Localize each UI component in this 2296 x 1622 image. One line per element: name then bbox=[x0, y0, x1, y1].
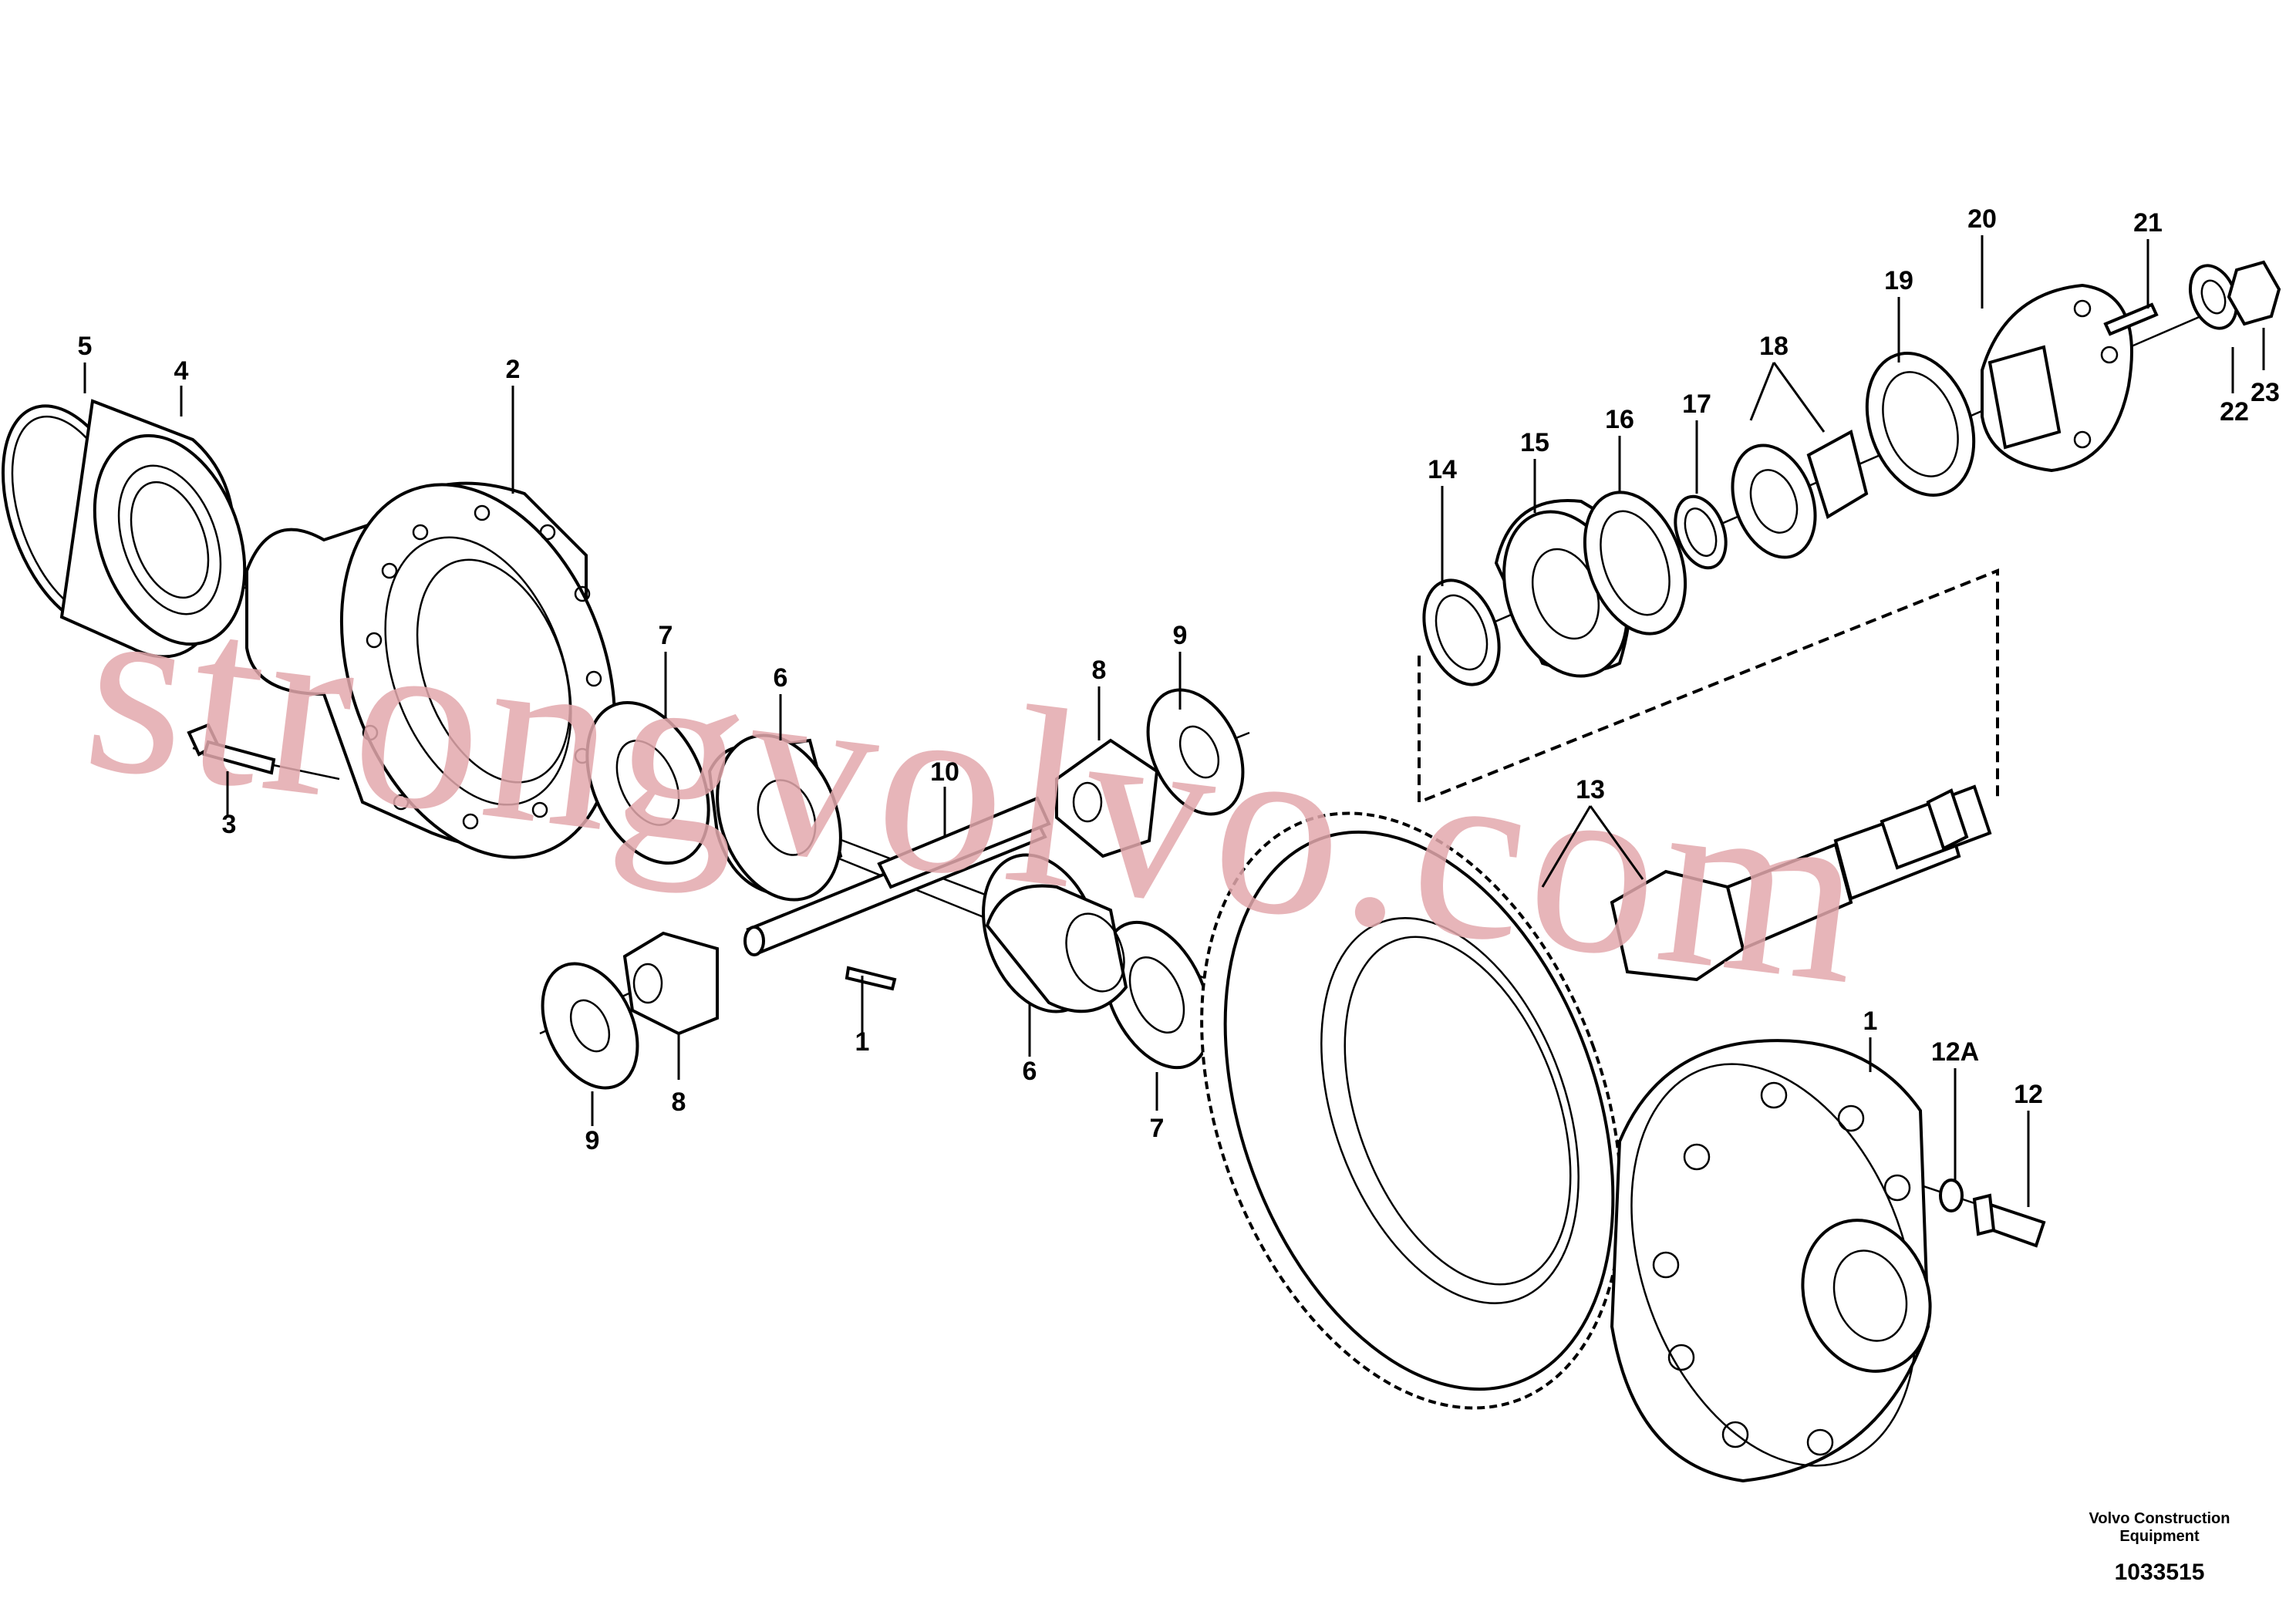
callout-17: 17 bbox=[1682, 389, 1711, 419]
drawing-number: 1033515 bbox=[2115, 1560, 2205, 1585]
callout-19: 19 bbox=[1884, 266, 1913, 295]
drawing-footer: Volvo Construction Equipment 1033515 bbox=[2089, 1510, 2230, 1585]
part-4-taper-bearing bbox=[59, 399, 247, 659]
callout-1-pin: 1 bbox=[855, 1027, 870, 1057]
callout-15: 15 bbox=[1520, 428, 1549, 457]
callout-3: 3 bbox=[222, 810, 237, 839]
callout-5: 5 bbox=[78, 332, 93, 361]
part-17-spacer bbox=[1674, 494, 1728, 570]
callout-8-lower: 8 bbox=[672, 1088, 686, 1117]
part-9-washer-upper bbox=[1146, 688, 1245, 816]
callout-23: 23 bbox=[2250, 378, 2280, 407]
callout-12a: 12A bbox=[1931, 1037, 1979, 1067]
callout-8-upper: 8 bbox=[1092, 656, 1107, 685]
callout-18: 18 bbox=[1759, 332, 1789, 361]
part-8-pinion-gear-upper bbox=[1055, 738, 1159, 858]
part-21-stud bbox=[2103, 302, 2159, 336]
part-12-bolt bbox=[1972, 1193, 2046, 1248]
part-1-differential-case bbox=[1610, 1039, 1932, 1483]
callout-7-lower: 7 bbox=[1150, 1114, 1165, 1143]
part-6-side-gear-upper bbox=[707, 733, 843, 902]
leader-lines bbox=[83, 235, 2265, 1207]
callout-6-lower: 6 bbox=[1023, 1057, 1037, 1086]
part-20-companion-flange bbox=[1981, 283, 2133, 473]
part-2-differential-housing bbox=[245, 481, 617, 859]
part-16-ring bbox=[1583, 491, 1687, 636]
part-13-drive-pinion bbox=[1610, 784, 1992, 982]
callout-1-case: 1 bbox=[1863, 1007, 1878, 1036]
callout-13: 13 bbox=[1576, 775, 1605, 804]
part-7-thrust-washer-upper bbox=[585, 701, 710, 865]
part-10-pinion-shaft bbox=[743, 796, 1051, 956]
ring-gear bbox=[1200, 811, 1623, 1410]
part-6-side-gear-lower bbox=[982, 853, 1128, 1013]
shim-set-bracket bbox=[1418, 568, 1999, 804]
part-3-bolt bbox=[187, 723, 276, 775]
part-callout-labels: 5 4 2 3 7 6 8 9 10 1 6 7 8 9 13 1 12A 12… bbox=[78, 204, 2280, 1155]
footer-company-line1: Volvo Construction bbox=[2089, 1510, 2230, 1527]
callout-10: 10 bbox=[930, 757, 959, 787]
callout-22: 22 bbox=[2220, 397, 2249, 427]
part-12a-washer bbox=[1939, 1179, 1964, 1212]
footer-company-line2: Equipment bbox=[2119, 1528, 2200, 1545]
callout-6-upper: 6 bbox=[774, 663, 788, 693]
part-1-lock-pin bbox=[845, 966, 897, 991]
part-18-bearing bbox=[1731, 430, 1869, 559]
part-19-bearing-cup bbox=[1865, 352, 1976, 497]
part-14-shim bbox=[1422, 578, 1501, 686]
callout-16: 16 bbox=[1605, 405, 1634, 434]
callout-2: 2 bbox=[506, 355, 521, 384]
part-23-nut bbox=[2227, 260, 2281, 326]
callout-4: 4 bbox=[174, 356, 189, 386]
callout-21: 21 bbox=[2133, 208, 2163, 238]
callout-12: 12 bbox=[2014, 1080, 2043, 1109]
part-9-washer-lower bbox=[541, 962, 639, 1090]
part-8-pinion-gear-lower bbox=[622, 931, 719, 1036]
callout-7-upper: 7 bbox=[659, 621, 673, 650]
callout-14: 14 bbox=[1428, 455, 1457, 484]
part-7-thrust-washer-lower bbox=[1102, 920, 1212, 1070]
callout-20: 20 bbox=[1967, 204, 1997, 234]
callout-9-upper: 9 bbox=[1173, 621, 1188, 650]
callout-9-lower: 9 bbox=[585, 1126, 600, 1155]
